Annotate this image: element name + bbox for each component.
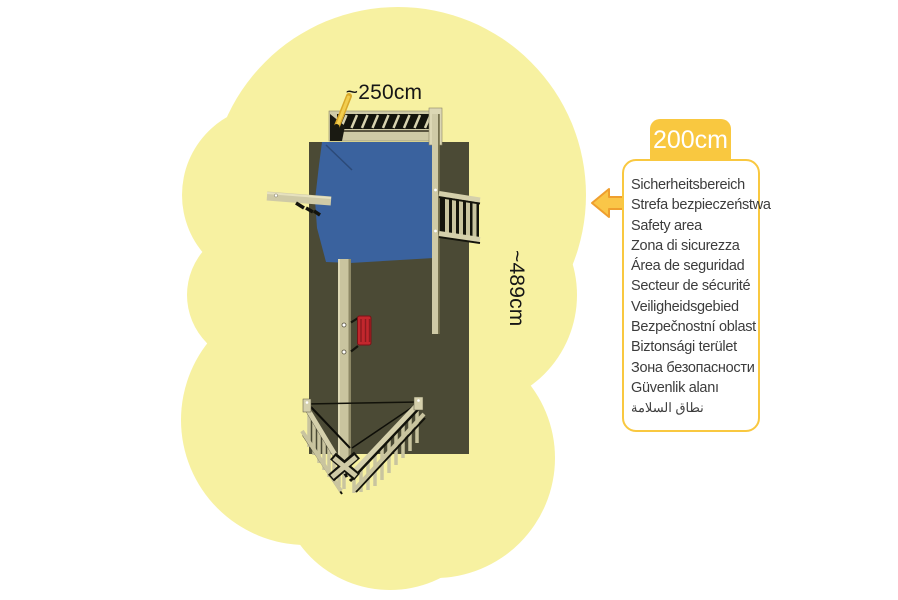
width-dimension-label: ~250cm	[345, 81, 423, 104]
language-label-it: Zona di sicurezza	[631, 237, 740, 254]
language-label-cs: Bezpečnostní oblast	[631, 319, 756, 336]
tower-right-stile	[432, 114, 440, 334]
roof-ridge-shadow	[325, 144, 353, 171]
tower-roof	[315, 142, 434, 263]
flag-pole	[333, 93, 352, 130]
slide-pole	[338, 259, 351, 462]
language-label-tr: Güvenlik alanı	[631, 379, 719, 396]
language-label-en: Safety area	[631, 217, 702, 234]
side-ladder	[438, 191, 481, 244]
language-label-es: Área de seguridad	[631, 258, 745, 275]
climbing-ramp	[328, 107, 443, 146]
language-label-ar: نطاق السلامة	[631, 400, 704, 416]
left-arrow-icon	[591, 188, 626, 218]
safety-area-legend-box: Sicherheitsbereich Strefa bezpieczeństwa…	[622, 159, 771, 432]
language-label-nl: Veiligheidsgebied	[631, 298, 739, 315]
swing-chain	[295, 201, 321, 217]
swing-seat	[350, 315, 372, 353]
pole-base	[328, 451, 360, 482]
swing-beam	[266, 191, 332, 206]
language-label-fr: Secteur de sécurité	[631, 278, 751, 295]
language-label-de: Sicherheitsbereich	[631, 177, 745, 193]
language-label-ru: Зона безопасности	[631, 359, 755, 376]
depth-dimension-label: ~489cm	[505, 250, 528, 327]
corner-railing-fence	[300, 396, 426, 495]
language-label-pl: Strefa bezpieczeństwa	[631, 197, 771, 214]
language-label-hu: Biztonsági terület	[631, 339, 737, 356]
safety-distance-badge: 200cm	[650, 119, 731, 161]
